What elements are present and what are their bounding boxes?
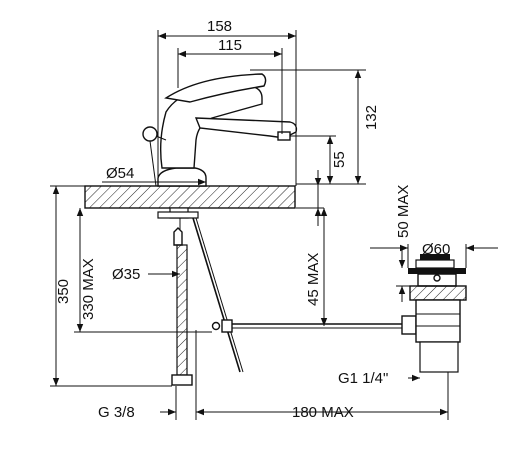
label-158: 158 xyxy=(207,18,232,35)
label-diameter-35: Ø35 xyxy=(112,266,140,283)
label-350: 350 xyxy=(55,279,72,304)
label-diameter-54: Ø54 xyxy=(106,165,134,182)
label-115: 115 xyxy=(218,37,242,54)
waste-assembly xyxy=(408,254,467,373)
dimension-labels: 158 115 132 55 Ø54 50 MAX Ø60 Ø35 350 33… xyxy=(55,18,450,421)
pull-rod xyxy=(211,315,417,335)
label-g-3-8: G 3/8 xyxy=(98,404,135,421)
label-132: 132 xyxy=(363,105,380,130)
label-50-max: 50 MAX xyxy=(395,185,412,238)
dimension-lines xyxy=(50,30,498,420)
countertop xyxy=(84,185,296,209)
label-330-max: 330 MAX xyxy=(80,258,97,320)
under-counter-fittings xyxy=(157,207,244,386)
label-45-max: 45 MAX xyxy=(305,253,322,306)
label-g1-1-4: G1 1/4" xyxy=(338,370,388,387)
label-55: 55 xyxy=(331,151,348,168)
label-diameter-60: Ø60 xyxy=(422,241,450,258)
faucet-body xyxy=(142,73,298,187)
label-180-max: 180 MAX xyxy=(292,404,354,421)
